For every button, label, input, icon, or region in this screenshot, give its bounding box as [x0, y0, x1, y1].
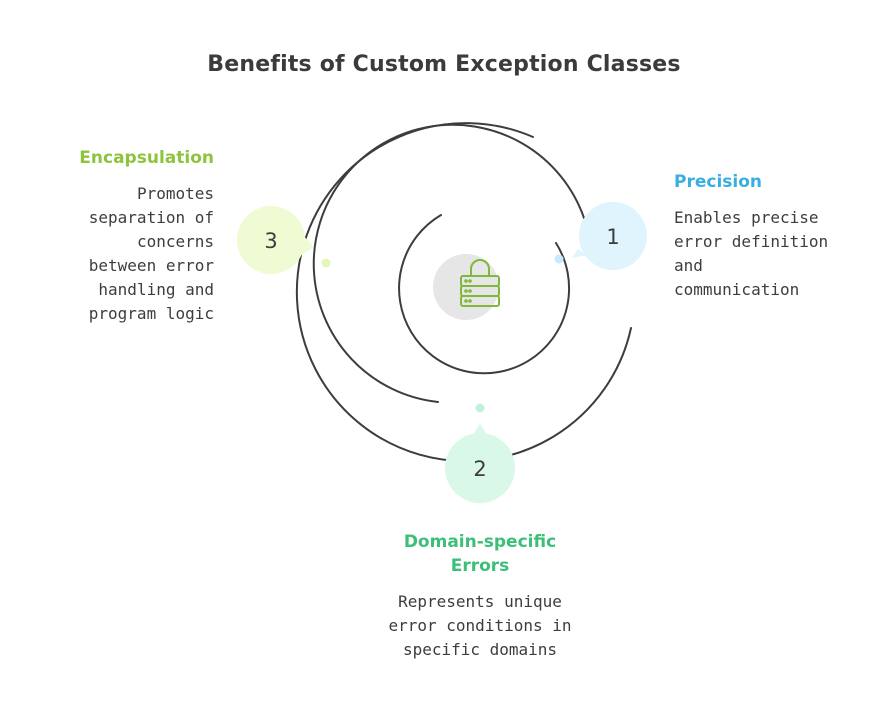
domain-specific-description: Represents unique error conditions in sp… — [340, 590, 620, 662]
connector-dot-2 — [475, 403, 485, 413]
precision-heading: Precision — [674, 172, 763, 192]
connector-dot-1 — [554, 254, 564, 264]
encapsulation-heading: Encapsulation — [79, 148, 214, 168]
encapsulation-desc-line: separation of — [88, 208, 214, 227]
domain-heading-line: Domain-specific — [403, 532, 557, 552]
middle-ring-arc — [312, 123, 585, 403]
domain-desc-line: Represents unique — [398, 592, 562, 611]
encapsulation-desc-line: program logic — [88, 304, 214, 323]
diagram-title: Benefits of Custom Exception Classes — [207, 52, 681, 77]
precision-desc-line: Enables precise — [674, 208, 819, 227]
bubble-1: 1 — [554, 202, 647, 270]
encapsulation-desc-line: concerns — [136, 232, 214, 251]
domain-desc-line: specific domains — [402, 640, 558, 659]
domain-heading-line: Errors — [450, 556, 510, 576]
domain-specific-heading: Domain-specific Errors — [360, 530, 600, 578]
encapsulation-desc-line: Promotes — [136, 184, 214, 203]
outer-ring-arc — [295, 122, 632, 463]
lock-server-icon — [460, 259, 500, 307]
precision-desc-line: error definition — [674, 232, 829, 251]
inner-ring-arc — [398, 214, 571, 375]
encapsulation-desc-line: between error — [88, 256, 214, 275]
precision-desc-line: communication — [674, 280, 800, 299]
bubble-number-1: 1 — [606, 225, 619, 249]
precision-desc-line: and — [674, 256, 703, 275]
encapsulation-desc-line: handling and — [98, 280, 214, 299]
bubble-3: 3 — [237, 206, 331, 274]
bubble-number-2: 2 — [473, 457, 486, 481]
bubble-2: 2 — [445, 403, 515, 503]
domain-desc-line: error conditions in — [388, 616, 572, 635]
precision-description: Enables precise error definition and com… — [674, 206, 874, 302]
connector-dot-3 — [321, 258, 331, 268]
bubble-number-3: 3 — [264, 229, 277, 253]
encapsulation-description: Promotes separation of concerns between … — [14, 182, 214, 326]
